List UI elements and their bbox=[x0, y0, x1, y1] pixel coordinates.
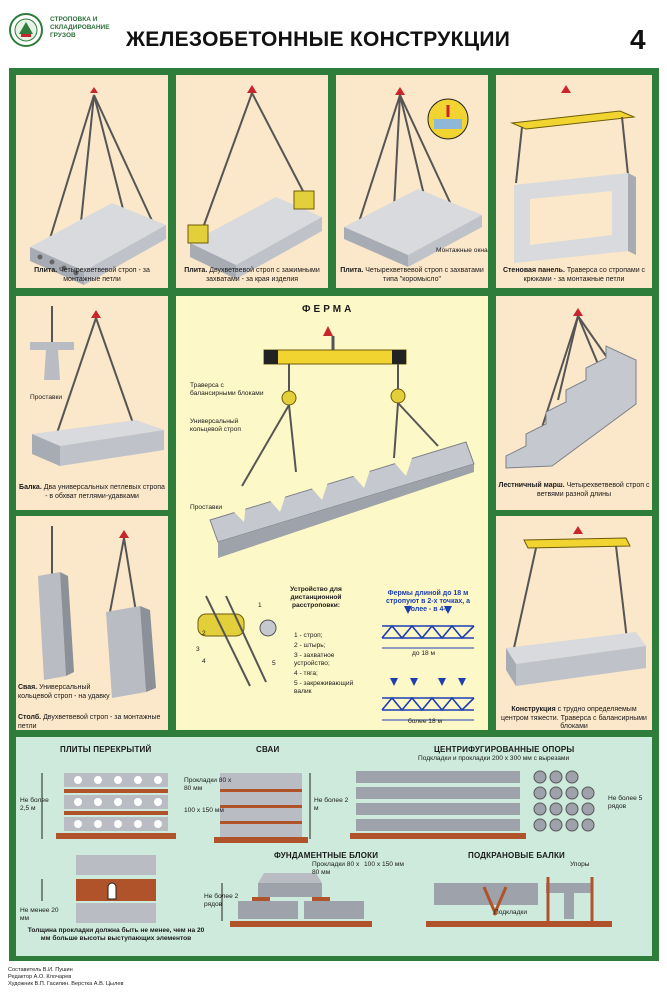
complex-structure-illustration bbox=[506, 526, 646, 686]
panel-storage: ПЛИТЫ ПЕРЕКРЫТИЙ СВАИ ЦЕНТРИФУГИРОВАННЫЕ… bbox=[16, 737, 652, 956]
callout-4: 4 bbox=[202, 658, 206, 665]
pile-pole-illustration bbox=[38, 526, 156, 698]
caption-bold: Плита. bbox=[34, 267, 58, 274]
caption-text: Четырехветвевой строп - за монтажные пет… bbox=[57, 267, 150, 283]
panel-stairs: Лестничный марш. Четырехветвевой строп с… bbox=[496, 296, 652, 510]
block-stack bbox=[221, 873, 372, 927]
storage-opory-title: ЦЕНТРИФУГИРОВАННЫЕ ОПОРЫ bbox=[434, 745, 575, 754]
svai-height: Не более 2 м bbox=[314, 797, 349, 812]
caption-bold: Стеновая панель. bbox=[502, 267, 565, 274]
label-ring-strop: Универсальный кольцевой строп bbox=[190, 418, 241, 433]
pad-note: Толщина прокладки должна быть не менее, … bbox=[27, 927, 205, 942]
truss-rule: Фермы длиной до 18 м стропуют в 2-х точк… bbox=[385, 590, 471, 613]
caption-bold: Плита. bbox=[184, 267, 208, 274]
caption-bold: Балка. bbox=[19, 484, 42, 491]
bloki-rows: Не более 2 рядов bbox=[204, 893, 239, 908]
callout-2: 2 bbox=[202, 630, 206, 637]
pile-stack bbox=[214, 773, 311, 843]
panel-complex-structure: Конструкция с трудно определяемым центро… bbox=[496, 516, 652, 730]
slab-rocker-illustration bbox=[344, 87, 482, 267]
label-traverse: Траверса с балансирными блоками bbox=[190, 382, 264, 397]
truss-diagrams bbox=[381, 606, 475, 721]
plity-height: Не более 2,5 м bbox=[20, 797, 49, 812]
truss-illustration bbox=[197, 326, 475, 687]
credit-line: Художник В.П. Гасилин. Верстка А.В. Цыле… bbox=[8, 981, 124, 987]
truss-dim-1: до 18 м bbox=[412, 650, 436, 657]
logo-icon bbox=[9, 13, 43, 47]
balki-label-2: Подкладки bbox=[494, 909, 527, 916]
storage-bloki-title: ФУНДАМЕНТНЫЕ БЛОКИ bbox=[274, 851, 379, 860]
device-item-2: 2 - штырь; bbox=[294, 642, 326, 649]
caption-text: Универсальный кольцевой строп - на удавк… bbox=[18, 684, 110, 700]
caption-bold: Конструкция bbox=[511, 706, 556, 713]
caption-text: Двухветвевой строп с зажимными захватами… bbox=[205, 267, 320, 283]
caption-text: Траверса со стропами с крюками - за монт… bbox=[523, 267, 646, 283]
series-title: СТРОПОВКА И СКЛАДИРОВАНИЕ ГРУЗОВ bbox=[50, 16, 110, 39]
opory-rows: Не более 5 рядов bbox=[608, 795, 643, 810]
storage-illustrations bbox=[41, 770, 612, 927]
callout-3: 3 bbox=[196, 646, 200, 653]
caption-bold: Лестничный марш. bbox=[498, 482, 565, 489]
caption-bold: Столб. bbox=[18, 714, 42, 721]
caption-text: с трудно определяемым центром тяжести. Т… bbox=[501, 706, 647, 730]
stairs-illustration bbox=[505, 308, 637, 469]
device-title: Устройство для дистанционной расстроповк… bbox=[290, 586, 342, 609]
pad-detail bbox=[41, 855, 156, 923]
caption-bold: Плита. bbox=[340, 267, 364, 274]
label-mounting-windows: Монтажные окна bbox=[436, 247, 488, 254]
beam-illustration bbox=[30, 306, 164, 466]
panel-slab-four-leg: Плита. Четырехветвевой строп - за монтаж… bbox=[16, 75, 168, 288]
plity-pad1: Прокладки 80 х 80 мм bbox=[184, 777, 232, 792]
callout-1: 1 bbox=[258, 602, 262, 609]
panel-slab-clamps: Плита. Двухветвевой строп с зажимными за… bbox=[176, 75, 328, 288]
crane-beam-stack bbox=[426, 877, 612, 927]
wall-panel-illustration bbox=[510, 85, 636, 263]
page-title: ЖЕЛЕЗОБЕТОННЫЕ КОНСТРУКЦИИ bbox=[126, 28, 511, 51]
caption-text: Четырехветвевой строп с захватами типа "… bbox=[363, 267, 484, 283]
device-item-4: 4 - тяга; bbox=[294, 670, 318, 677]
bloki-pad1: Прокладки 80 х 80 мм bbox=[312, 861, 360, 876]
caption-bold: Свая. bbox=[18, 684, 38, 691]
storage-balki-title: ПОДКРАНОВЫЕ БАЛКИ bbox=[468, 851, 565, 860]
credit-line: Составитель В.И. Пушин bbox=[8, 967, 73, 973]
panel-pile-pole: Свая. Универсальный кольцевой строп - на… bbox=[16, 516, 168, 730]
pad-min: Не менее 20 мм bbox=[20, 907, 59, 922]
label-truss-spacers: Проставки bbox=[190, 504, 223, 511]
caption-text: Двухветвевой строп - за монтажные петли bbox=[18, 714, 161, 730]
pole-stack bbox=[350, 770, 595, 839]
plity-pad2: 100 х 150 мм bbox=[184, 807, 224, 814]
panel-beam: Проставки Балка. Два универсальных петле… bbox=[16, 296, 168, 510]
storage-opory-subtitle: Подкладки и прокладки 200 х 300 мм с выр… bbox=[418, 755, 570, 762]
panel-truss: ФЕРМА Траверса с балансирными блоками Ун… bbox=[176, 296, 488, 730]
panel-wall-panel: Стеновая панель. Траверса со стропами с … bbox=[496, 75, 652, 288]
device-item-1: 1 - строп; bbox=[294, 632, 323, 639]
panel-slab-rocker: Монтажные окна Плита. Четырехветвевой ст… bbox=[336, 75, 488, 288]
device-item-3: 3 - захватное устройство; bbox=[294, 652, 335, 667]
header: СТРОПОВКА И СКЛАДИРОВАНИЕ ГРУЗОВ ЖЕЛЕЗОБ… bbox=[0, 0, 667, 62]
device-item-5: 5 - закреживающий валик bbox=[294, 680, 354, 695]
balki-label-1: Упоры bbox=[570, 861, 590, 868]
bloki-pad2: 100 х 150 мм bbox=[364, 861, 404, 868]
credit-line: Редактор А.О. Клочарев bbox=[8, 974, 72, 980]
slab-stack bbox=[41, 773, 176, 839]
storage-svai-title: СВАИ bbox=[256, 745, 280, 754]
credits: Составитель В.И. Пушин Редактор А.О. Кло… bbox=[8, 967, 123, 988]
caption-text: Четырехветвевой строп с ветвями разной д… bbox=[536, 482, 650, 498]
slab-clamps-illustration bbox=[187, 85, 322, 279]
truss-title: ФЕРМА bbox=[302, 304, 355, 315]
caption-text: Два универсальных петлевых стропа - в об… bbox=[41, 484, 165, 500]
slab-four-leg-illustration bbox=[30, 87, 166, 285]
storage-plity-title: ПЛИТЫ ПЕРЕКРЫТИЙ bbox=[60, 745, 152, 754]
callout-5: 5 bbox=[272, 660, 276, 667]
page-number: 4 bbox=[630, 24, 646, 55]
truss-dim-2: более 18 м bbox=[408, 718, 443, 725]
label-spacers: Проставки bbox=[30, 394, 63, 401]
